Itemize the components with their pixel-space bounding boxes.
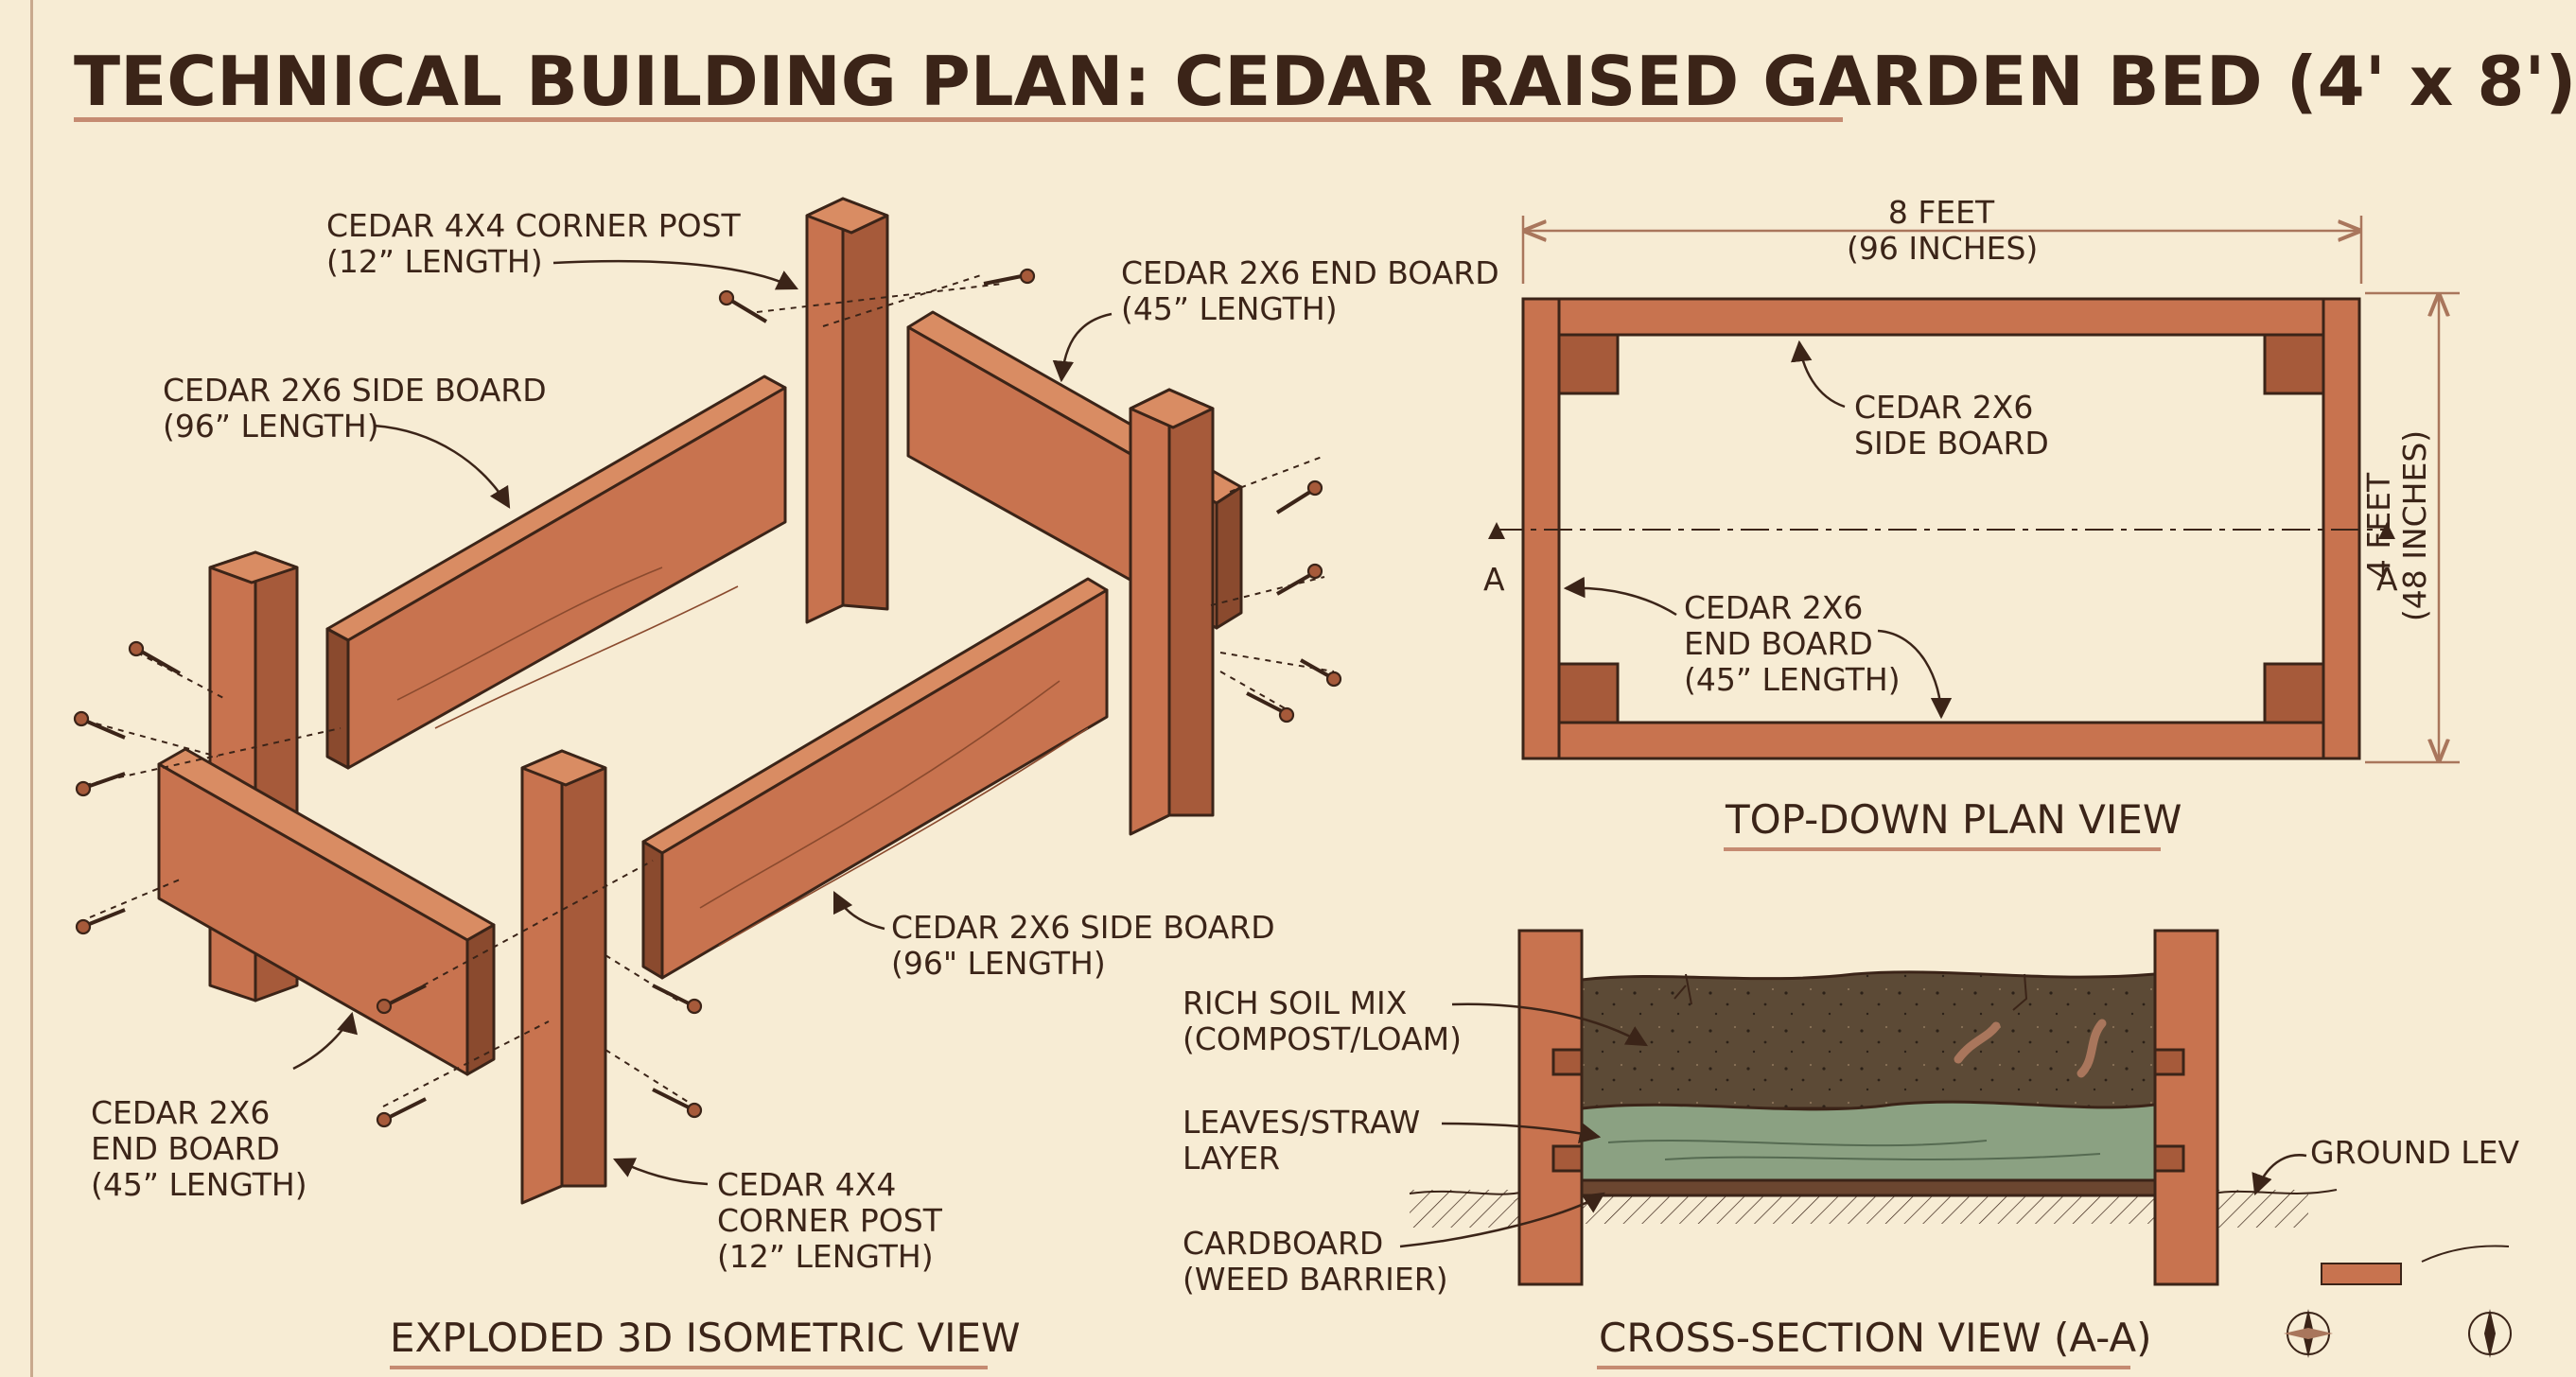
corner-post-right xyxy=(1129,388,1215,836)
label-line: CEDAR 2x6 SIDE BOARD xyxy=(163,372,547,409)
label-corner-post-bottom: CEDAR 4x4 CORNER POST (12” LENGTH) xyxy=(717,1167,942,1275)
plan-side-board-label: CEDAR 2x6 SIDE BOARD xyxy=(1854,390,2049,462)
diagram-page: TECHNICAL BUILDING PLAN: CEDAR RAISED GA… xyxy=(30,0,2576,1377)
side-board-top-left xyxy=(325,375,787,770)
compass-icon xyxy=(2284,1309,2512,1358)
label-side-board-bottom: CEDAR 2x6 SIDE BOARD (96" LENGTH) xyxy=(891,910,1275,982)
section-view-title: CROSS-SECTION VIEW (A-A) xyxy=(1599,1315,2152,1361)
label-line: SIDE BOARD xyxy=(1854,425,2049,462)
soil-label: RICH SOIL MIX (COMPOST/LOAM) xyxy=(1183,985,1462,1057)
plan-side-board-top xyxy=(1557,297,2325,337)
section-marker-right: A xyxy=(2376,561,2398,598)
label-line: (12” LENGTH) xyxy=(717,1238,934,1275)
label-line: CEDAR 2x6 SIDE BOARD xyxy=(891,909,1275,946)
label-line: CEDAR 2x6 xyxy=(91,1094,271,1131)
drawing-canvas xyxy=(73,197,2512,1358)
isometric-view-title: EXPLODED 3D ISOMETRIC VIEW xyxy=(390,1315,1021,1361)
label-line: LAYER xyxy=(1183,1140,1281,1177)
side-board-bottom-right xyxy=(641,577,1109,980)
label-line: (96” LENGTH) xyxy=(163,408,379,444)
label-line: CEDAR 2x6 xyxy=(1854,389,2034,426)
label-line: (COMPOST/LOAM) xyxy=(1183,1020,1462,1057)
section-leaders xyxy=(1399,1002,2307,1248)
label-line: (45” LENGTH) xyxy=(1121,290,1338,327)
label-line: CORNER POST xyxy=(717,1202,942,1239)
label-line: RICH SOIL MIX xyxy=(1183,985,1408,1021)
label-line: 4 FEET xyxy=(2360,472,2397,580)
label-side-board-top: CEDAR 2x6 SIDE BOARD (96” LENGTH) xyxy=(163,373,547,444)
section-view xyxy=(1409,929,2512,1358)
section-post-left xyxy=(1517,929,1584,1286)
label-line: (96" LENGTH) xyxy=(891,945,1106,982)
isometric-leaders xyxy=(292,259,1113,1186)
label-line: CEDAR 4x4 CORNER POST xyxy=(326,207,741,244)
plan-side-board-bottom xyxy=(1557,721,2325,760)
label-line: CEDAR 4x4 xyxy=(717,1166,897,1203)
label-line: LEAVES/STRAW xyxy=(1183,1104,1421,1141)
corner-post-front xyxy=(520,749,607,1205)
page-title: TECHNICAL BUILDING PLAN: CEDAR RAISED GA… xyxy=(74,42,2576,121)
soil-layer xyxy=(1580,970,2157,1110)
label-line: END BOARD xyxy=(1684,625,1873,662)
section-post-right xyxy=(2153,929,2219,1286)
label-line: (96 INCHES) xyxy=(1847,230,2039,267)
plan-view-title: TOP-DOWN PLAN VIEW xyxy=(1726,796,2182,843)
plan-dimensions xyxy=(1521,216,2460,764)
label-corner-post-top: CEDAR 4x4 CORNER POST (12” LENGTH) xyxy=(326,208,741,280)
isometric-view xyxy=(157,197,1243,1205)
label-line: (45” LENGTH) xyxy=(91,1166,307,1203)
label-line: 8 FEET xyxy=(1887,194,1995,231)
label-line: END BOARD xyxy=(91,1130,280,1167)
label-line: (WEED BARRIER) xyxy=(1183,1261,1448,1298)
title-underline xyxy=(74,117,1843,122)
leaves-label: LEAVES/STRAW LAYER xyxy=(1183,1105,1420,1177)
label-line: CEDAR 2x6 END BOARD xyxy=(1121,254,1499,291)
label-line: (12” LENGTH) xyxy=(326,243,543,280)
section-title-underline xyxy=(1597,1366,2130,1369)
isometric-title-underline xyxy=(390,1366,988,1369)
leaves-straw-layer xyxy=(1580,1100,2157,1182)
plan-view xyxy=(1488,297,2395,760)
plan-width-label: 8 FEET (96 INCHES) xyxy=(1847,194,2039,267)
plan-end-board-label: CEDAR 2x6 END BOARD (45” LENGTH) xyxy=(1684,590,1901,698)
section-marker-left: A xyxy=(1483,561,1505,598)
label-line: (48 INCHES) xyxy=(2396,429,2433,622)
label-end-board-top: CEDAR 2x6 END BOARD (45” LENGTH) xyxy=(1121,255,1499,327)
label-line: (45” LENGTH) xyxy=(1684,661,1901,698)
plan-title-underline xyxy=(1724,847,2161,851)
plan-leaders xyxy=(1563,340,1953,720)
isometric-screws xyxy=(73,268,1342,1128)
corner-post-back xyxy=(805,197,889,624)
label-end-board-bottom: CEDAR 2x6 END BOARD (45” LENGTH) xyxy=(91,1095,307,1203)
cardboard-label: CARDBOARD (WEED BARRIER) xyxy=(1183,1226,1448,1298)
label-line: CEDAR 2x6 xyxy=(1684,589,1864,626)
ground-level-label: GROUND LEV xyxy=(2310,1134,2520,1171)
end-board-bottom-left xyxy=(157,747,496,1076)
cardboard-layer xyxy=(1580,1178,2157,1197)
label-line: CARDBOARD xyxy=(1183,1225,1384,1262)
